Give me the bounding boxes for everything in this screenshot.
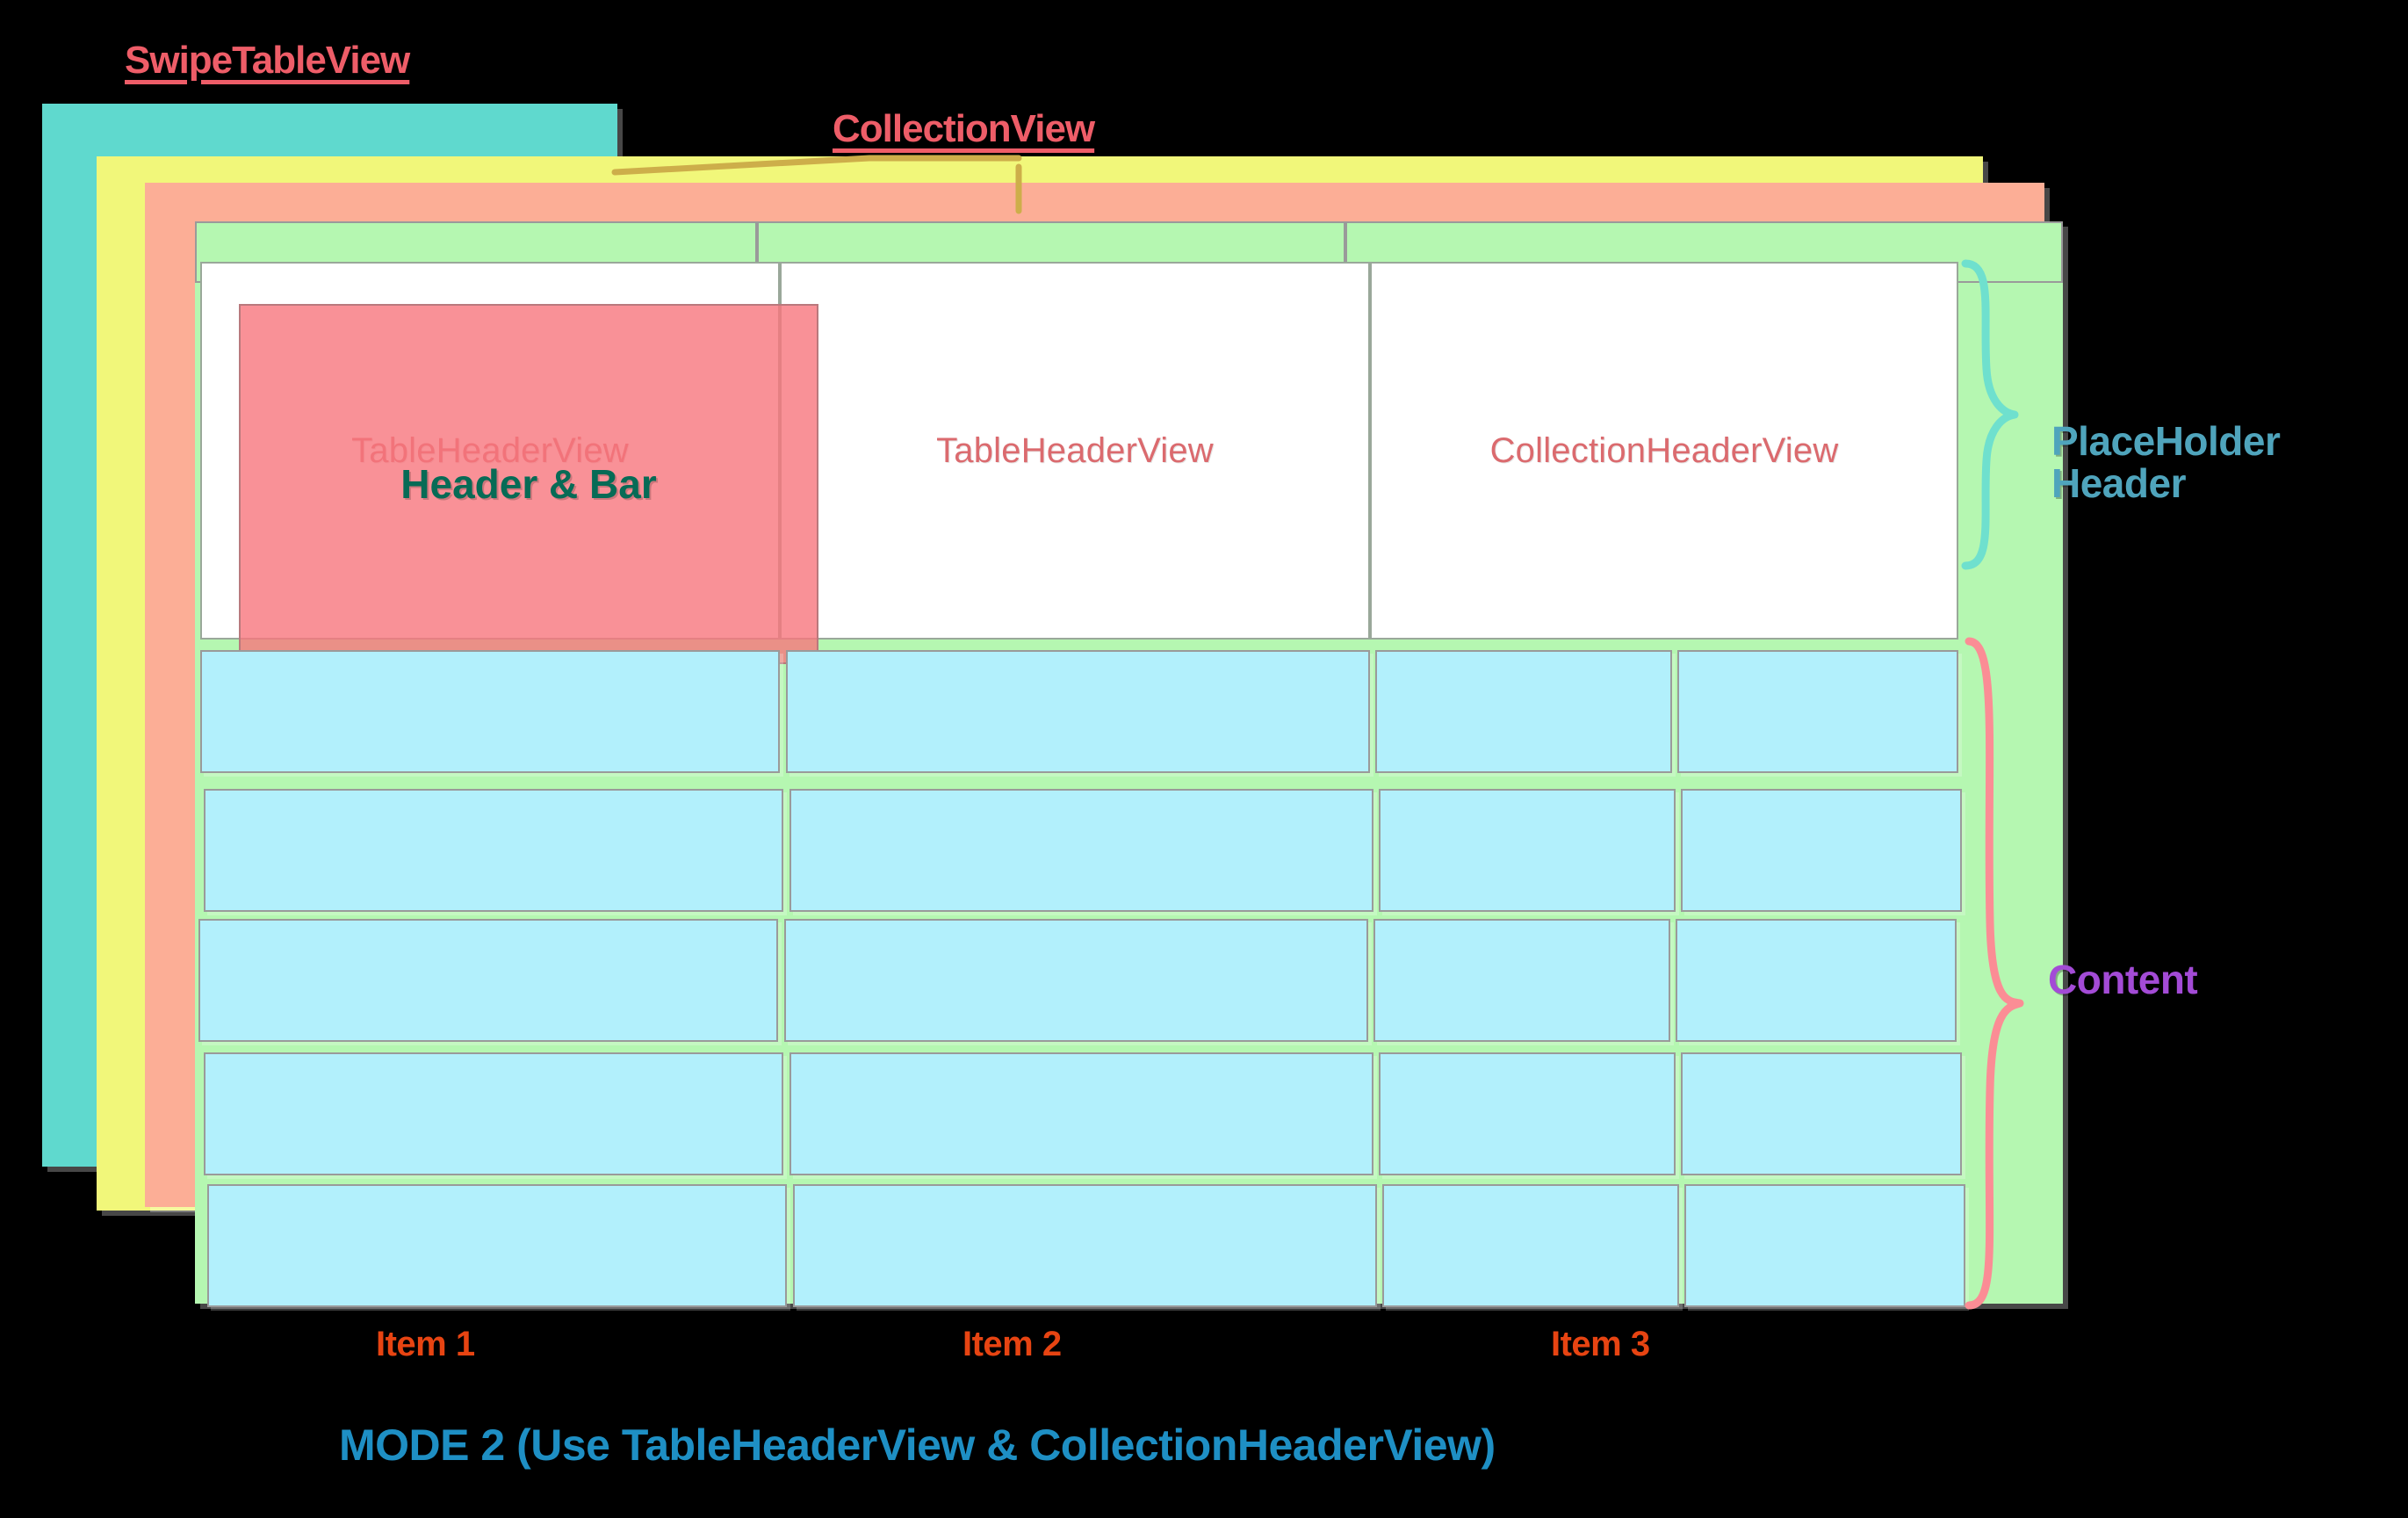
item-label-3: Item 3: [1551, 1325, 1650, 1363]
content-cell[interactable]: [1379, 789, 1676, 912]
content-cell[interactable]: [789, 1052, 1373, 1175]
table-header-view-card-2-label: TableHeaderView: [936, 430, 1214, 470]
content-cell[interactable]: [207, 1184, 787, 1307]
content-cell[interactable]: [1681, 789, 1962, 912]
placeholder-header-label: PlaceHolder Header: [2051, 418, 2281, 507]
content-cell[interactable]: [1677, 650, 1958, 773]
content-cell[interactable]: [198, 919, 778, 1042]
item-label-1: Item 1: [376, 1325, 475, 1363]
collection-view-label: CollectionView: [833, 107, 1095, 150]
placeholder-header-label-line1: PlaceHolder: [2051, 418, 2281, 464]
content-cell[interactable]: [784, 919, 1368, 1042]
content-cell[interactable]: [793, 1184, 1377, 1307]
content-cell[interactable]: [786, 650, 1370, 773]
collection-header-view-card[interactable]: CollectionHeaderView: [1370, 262, 1958, 640]
content-label: Content: [2048, 957, 2198, 1002]
content-cell[interactable]: [1375, 650, 1672, 773]
item-label-2: Item 2: [962, 1325, 1062, 1363]
header-and-bar-label: Header & Bar: [400, 461, 657, 507]
collection-header-view-card-label: CollectionHeaderView: [1489, 430, 1839, 470]
content-cell[interactable]: [200, 650, 780, 773]
placeholder-header-label-line2: Header: [2051, 460, 2186, 507]
content-cell[interactable]: [204, 789, 783, 912]
content-cell[interactable]: [1676, 919, 1957, 1042]
content-cell[interactable]: [1382, 1184, 1679, 1307]
content-cell[interactable]: [1379, 1052, 1676, 1175]
content-cell[interactable]: [789, 789, 1373, 912]
content-cell[interactable]: [1684, 1184, 1965, 1307]
content-cell[interactable]: [1681, 1052, 1962, 1175]
page-title: SwipeTableView: [125, 39, 410, 82]
diagram-caption: MODE 2 (Use TableHeaderView & Collection…: [339, 1420, 1496, 1470]
content-cell[interactable]: [1373, 919, 1670, 1042]
content-cell[interactable]: [204, 1052, 783, 1175]
table-header-view-card-2[interactable]: TableHeaderView: [780, 262, 1370, 640]
header-and-bar-overlay[interactable]: Header & Bar: [239, 304, 818, 664]
